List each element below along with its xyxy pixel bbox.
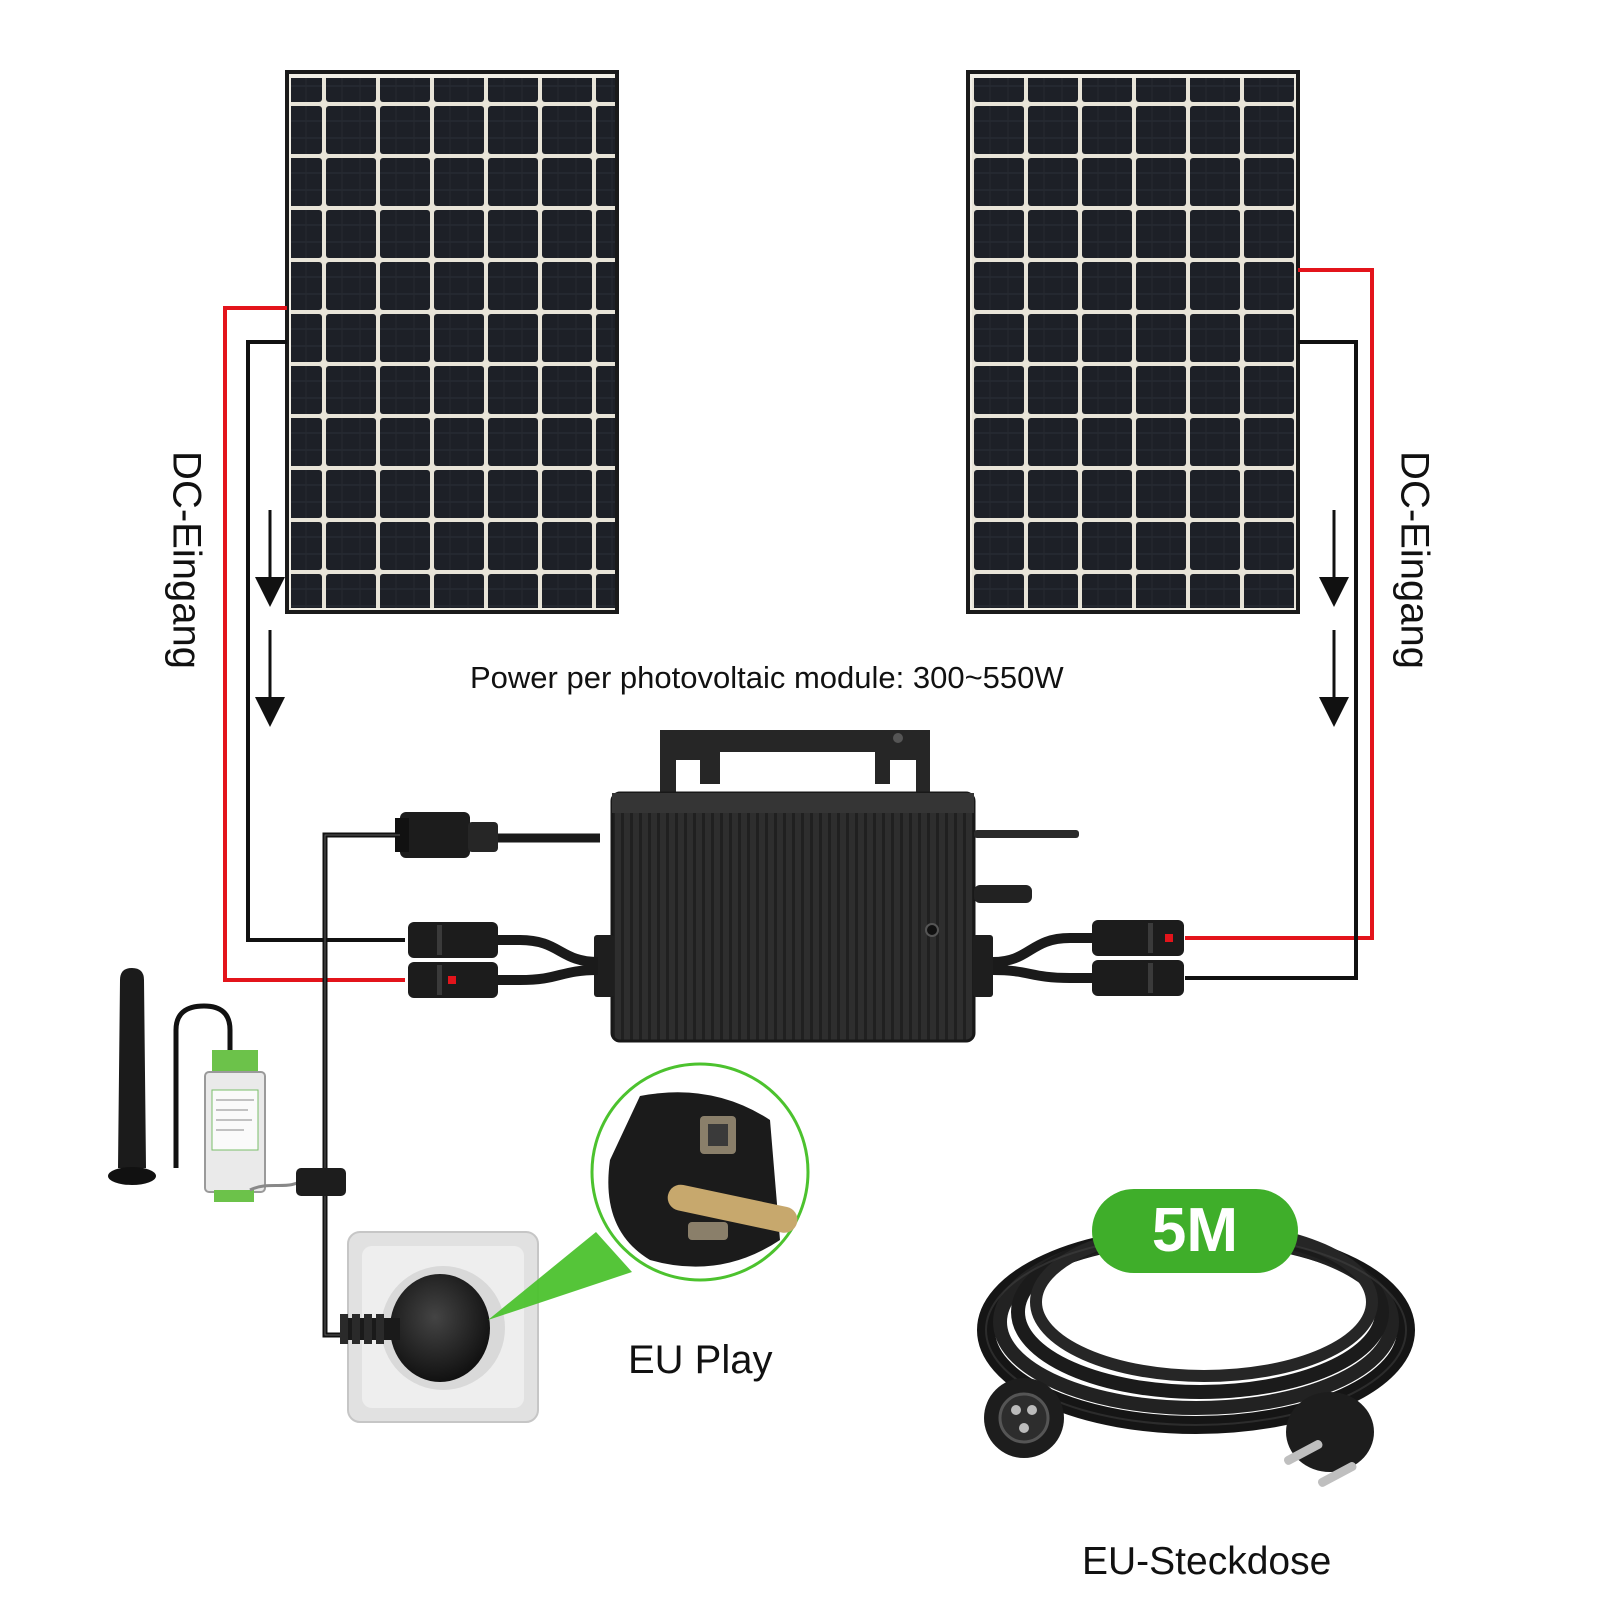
dc-input-label-right: DC-Eingang [1392, 451, 1437, 669]
cable-length-badge: 5M [1092, 1189, 1298, 1273]
plug-zoom-callout [488, 1062, 810, 1320]
mc4-connector-icon [1092, 960, 1184, 996]
ac-output-cable [322, 812, 600, 1338]
solar-panel-left [285, 70, 619, 614]
solar-panel-right [966, 70, 1300, 614]
schuko-plug-icon [608, 1092, 780, 1267]
eu-plug-label: EU Play [628, 1338, 773, 1382]
solar-panel-icon [972, 78, 1296, 608]
solar-panel-icon [291, 78, 615, 608]
antenna-stub-icon [974, 830, 1079, 838]
antenna [108, 968, 156, 1185]
module-power-text: Power per photovoltaic module: 300~550W [470, 660, 1064, 695]
mc4-connector-icon [408, 922, 498, 958]
schuko-plug-icon [1286, 1392, 1374, 1472]
micro-inverter-icon [610, 791, 976, 1043]
current-clamp-icon [296, 1168, 346, 1196]
dc-wires-right [1185, 268, 1374, 980]
positive-wire-left [223, 306, 405, 982]
positive-wire-right [1185, 268, 1374, 940]
eu-socket-label: EU-Steckdose [1082, 1540, 1332, 1583]
mc4-connector-icon [1092, 920, 1184, 956]
dc-connectors-right [992, 920, 1184, 996]
dc-input-label-left: DC-Eingang [164, 451, 209, 669]
antenna-icon [118, 968, 146, 1168]
monitoring-module [204, 1050, 307, 1202]
negative-wire-right [1185, 340, 1358, 980]
micro-inverter [594, 730, 1079, 1043]
dc-connectors-left [408, 922, 599, 998]
wall-socket [340, 1231, 539, 1423]
